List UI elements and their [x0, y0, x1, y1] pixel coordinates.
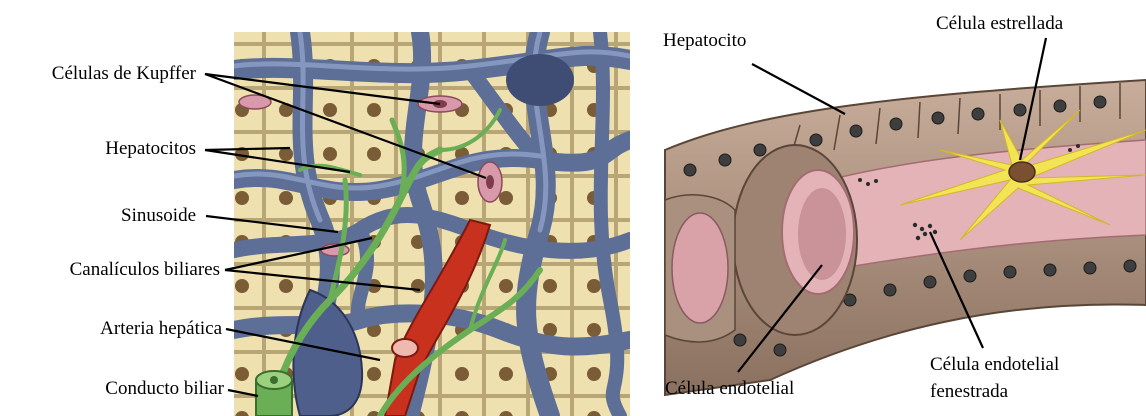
lobule-illustration [234, 32, 630, 416]
label-bile-duct: Conducto biliar [105, 378, 224, 400]
label-fenestrated-endothelial-line1: Célula endotelial [930, 354, 1059, 376]
label-endothelial-cell: Célula endotelial [665, 378, 794, 400]
cut-tube-end [733, 145, 857, 335]
label-sinusoid: Sinusoide [121, 205, 196, 227]
label-hepatic-artery: Arteria hepática [100, 318, 222, 340]
sinusoid-tube-illustration [665, 80, 1146, 395]
label-bile-canaliculi: Canalículos biliares [70, 259, 220, 281]
label-hepatocytes: Hepatocitos [105, 138, 196, 160]
label-stellate-cell: Célula estrellada [936, 13, 1063, 35]
bile-duct [256, 371, 292, 416]
left-tube-stub [665, 195, 735, 342]
central-vein [506, 54, 574, 106]
label-kupffer-cells: Células de Kupffer [52, 63, 196, 85]
label-hepatocyte: Hepatocito [663, 30, 746, 52]
label-fenestrated-endothelial-line2: fenestrada [930, 381, 1008, 403]
